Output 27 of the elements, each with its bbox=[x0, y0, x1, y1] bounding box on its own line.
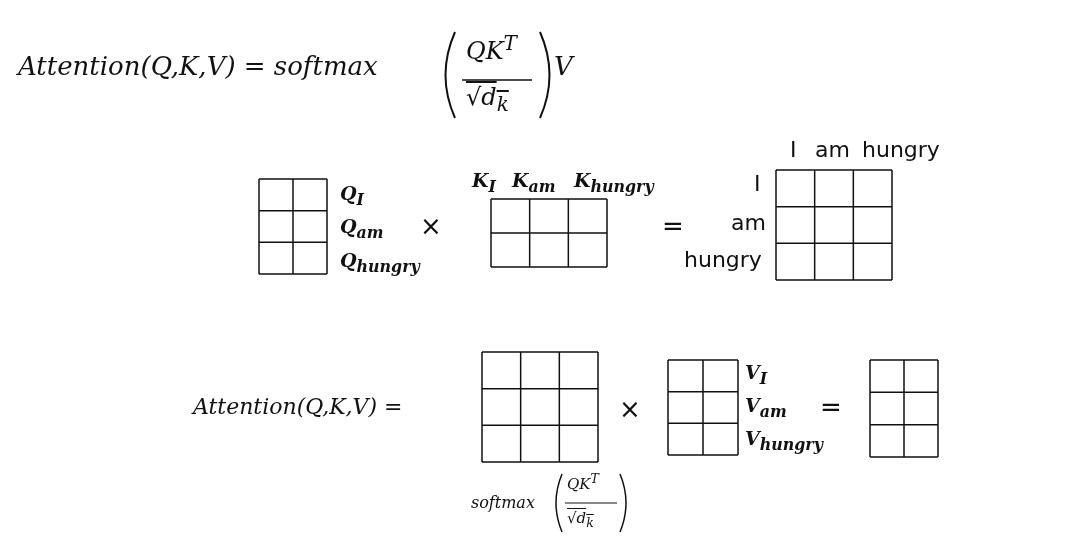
column-label: I bbox=[790, 138, 797, 163]
operator-symbol: × bbox=[420, 212, 442, 241]
operator-symbol: = bbox=[662, 212, 684, 241]
formula-text: V bbox=[554, 52, 573, 81]
operator-symbol: × bbox=[619, 395, 641, 424]
operator-symbol: = bbox=[820, 393, 842, 422]
formula-text: QK$^{T}$ bbox=[567, 472, 599, 493]
row-label: I bbox=[754, 172, 761, 197]
row-label: am bbox=[731, 211, 766, 236]
column-label: K$_{I}$ bbox=[472, 170, 496, 196]
row-label: hungry bbox=[684, 248, 762, 273]
formula-text: QK$^{T}$ bbox=[466, 32, 517, 65]
row-label: Q$_{I}$ bbox=[340, 183, 364, 209]
row-label: V$_{hungry}$ bbox=[745, 428, 823, 454]
formula-text: √d$_{k}$ bbox=[466, 84, 509, 115]
row-label: Q$_{am}$ bbox=[340, 216, 384, 242]
column-label: K$_{hungry}$ bbox=[574, 170, 654, 196]
formula-text: Attention(Q,K,V) = softmax bbox=[18, 52, 378, 81]
formula-text: Attention(Q,K,V) = bbox=[193, 395, 403, 420]
row-label: V$_{I}$ bbox=[745, 362, 768, 388]
column-label: K$_{am}$ bbox=[512, 170, 556, 196]
formula-text: √d$_{k}$ bbox=[567, 510, 594, 530]
column-label: am bbox=[815, 138, 850, 163]
row-label: Q$_{hungry}$ bbox=[340, 250, 420, 276]
column-label: hungry bbox=[862, 138, 940, 163]
row-label: V$_{am}$ bbox=[745, 395, 787, 421]
formula-text: softmax bbox=[471, 494, 535, 512]
